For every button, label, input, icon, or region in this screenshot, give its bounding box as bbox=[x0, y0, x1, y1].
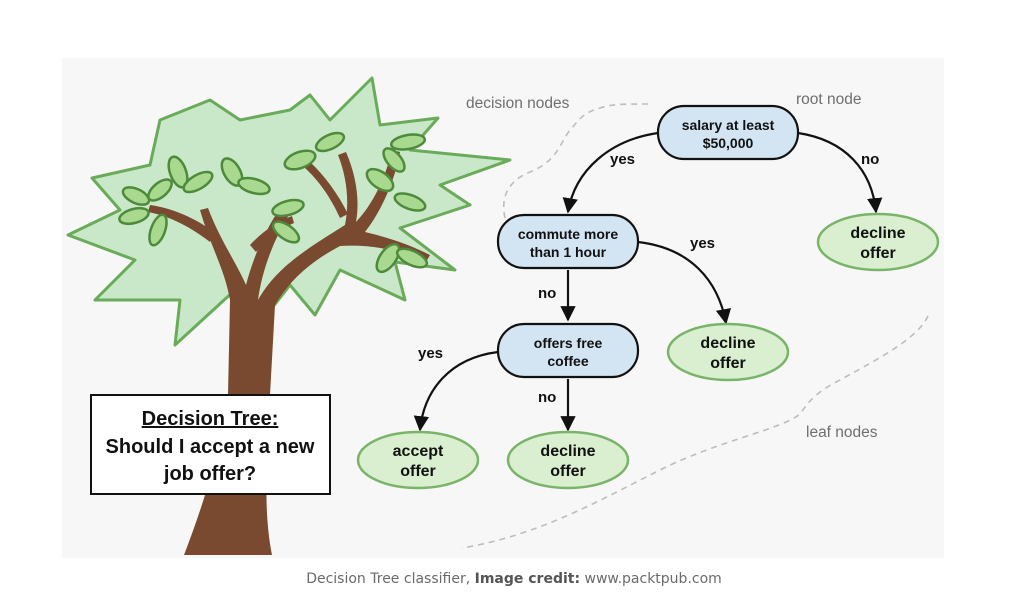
title-box: Decision Tree: Should I accept a new job… bbox=[90, 394, 331, 495]
tree-leaf bbox=[283, 149, 317, 171]
leaf-decline-3-line-1: decline bbox=[540, 443, 595, 460]
tree-leaf bbox=[118, 206, 150, 226]
tree-leaf bbox=[382, 147, 406, 173]
coffee-node-line-1: offers free bbox=[534, 335, 603, 351]
decision-node-root: salary at least $50,000 bbox=[656, 104, 800, 161]
caption-credit-value: www.packtpub.com bbox=[584, 571, 722, 587]
edges bbox=[413, 131, 883, 432]
leaf-node-decline-2: decline offer bbox=[666, 322, 790, 382]
title-line-3: job offer? bbox=[163, 463, 256, 485]
image-caption: Decision Tree classifier, Image credit: … bbox=[0, 571, 1028, 587]
tree-leaf bbox=[182, 170, 214, 194]
leaf-decline-2-line-1: decline bbox=[700, 335, 755, 352]
edge-label-coffee-yes: yes bbox=[418, 345, 443, 362]
edge-label-root-yes: yes bbox=[610, 151, 635, 168]
leaf-node-accept: accept offer bbox=[356, 430, 480, 490]
tree-leaves bbox=[118, 131, 429, 274]
decision-node-commute: commute more than 1 hour bbox=[496, 213, 640, 270]
coffee-node-line-2: coffee bbox=[547, 353, 588, 369]
leaf-node-decline-1: decline offer bbox=[816, 212, 940, 272]
leaf-decline-2-line-2: offer bbox=[710, 355, 746, 372]
tree-leaf bbox=[365, 167, 395, 193]
decision-nodes-brace bbox=[503, 103, 649, 219]
tree-leaf bbox=[271, 220, 301, 244]
edge-root-no bbox=[797, 131, 883, 214]
commute-node-line-1: commute more bbox=[518, 226, 619, 242]
tree-leaf bbox=[121, 186, 151, 206]
tree-branch-upper bbox=[305, 162, 348, 218]
edge-label-root-no: no bbox=[861, 151, 879, 168]
tree-leaf bbox=[314, 131, 346, 153]
tree-leaf bbox=[237, 176, 271, 196]
tree-leaf bbox=[375, 242, 401, 274]
tree-leaf bbox=[147, 178, 173, 202]
edge-label-coffee-no: no bbox=[538, 389, 556, 406]
tree-leaf bbox=[148, 213, 168, 247]
annotation-braces bbox=[461, 103, 929, 549]
caption-prefix: Decision Tree classifier, bbox=[306, 571, 471, 587]
edge-label-commute-no: no bbox=[538, 285, 556, 302]
title-line-2: Should I accept a new bbox=[106, 436, 315, 458]
edge-label-commute-yes: yes bbox=[690, 235, 715, 252]
tree-leaf bbox=[271, 198, 305, 218]
edge-commute-yes bbox=[637, 240, 732, 325]
leaf-accept-line-2: offer bbox=[400, 463, 436, 480]
tree-leaf bbox=[393, 192, 427, 212]
leaf-nodes-brace bbox=[461, 315, 929, 549]
leaf-decline-1-line-2: offer bbox=[860, 245, 896, 262]
leaf-nodes-label: leaf nodes bbox=[806, 424, 878, 441]
root-node-label: root node bbox=[796, 91, 862, 108]
title-box-frame bbox=[90, 394, 331, 495]
decision-node-coffee: offers free coffee bbox=[496, 322, 640, 379]
leaf-node-decline-3: decline offer bbox=[506, 430, 630, 490]
root-node-line-1: salary at least bbox=[682, 117, 775, 133]
commute-node-line-2: than 1 hour bbox=[530, 244, 607, 260]
caption-credit-label: Image credit: bbox=[474, 571, 581, 587]
edge-coffee-yes bbox=[413, 350, 499, 432]
tree-leaf bbox=[389, 133, 427, 151]
root-node-line-2: $50,000 bbox=[703, 135, 754, 151]
decision-nodes-label: decision nodes bbox=[466, 95, 570, 112]
title-line-1: Decision Tree: bbox=[142, 408, 279, 430]
tree-leaf bbox=[395, 247, 429, 269]
edge-root-yes bbox=[562, 131, 659, 214]
leaf-decline-1-line-1: decline bbox=[850, 225, 905, 242]
leaf-decline-3-line-2: offer bbox=[550, 463, 586, 480]
leaf-accept-line-1: accept bbox=[393, 443, 444, 460]
